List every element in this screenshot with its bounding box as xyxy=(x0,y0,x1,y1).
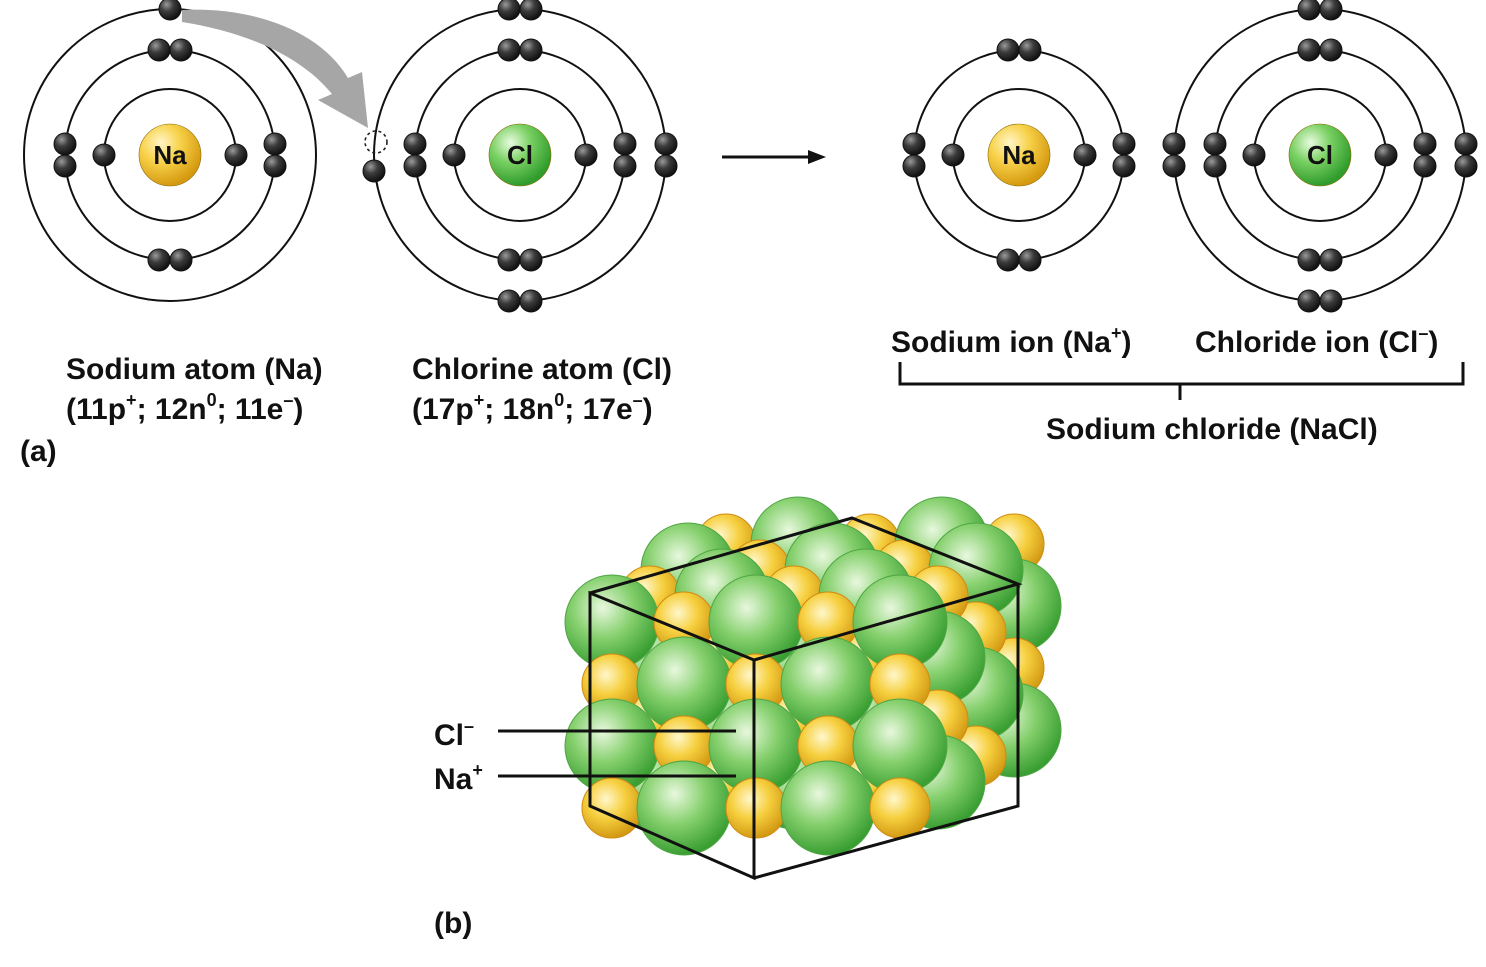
electron xyxy=(1112,132,1136,156)
nucleus-symbol: Cl xyxy=(507,140,533,170)
unit-cell-outline xyxy=(588,516,1023,881)
electron xyxy=(1112,154,1136,178)
electron xyxy=(519,248,543,272)
electron xyxy=(147,248,171,272)
electron xyxy=(1319,289,1343,313)
electron xyxy=(574,143,598,167)
electron xyxy=(53,154,77,178)
electron xyxy=(1319,38,1343,62)
chloride-ion-model: Cl xyxy=(1162,0,1478,313)
electron xyxy=(1018,38,1042,62)
electron xyxy=(1319,248,1343,272)
electron xyxy=(1297,0,1321,21)
electron xyxy=(497,248,521,272)
nucleus-symbol: Na xyxy=(153,140,187,170)
electron xyxy=(147,38,171,62)
chlorine-atom-label: Chlorine atom (Cl) xyxy=(412,353,672,386)
electron xyxy=(263,132,287,156)
electron xyxy=(613,154,637,178)
nucleus xyxy=(488,123,552,187)
electron xyxy=(1319,0,1343,21)
electron xyxy=(519,289,543,313)
chloride-ion-label: Chloride ion (Cl–) xyxy=(1195,323,1439,359)
sodium-ion-sphere xyxy=(725,777,787,839)
electron xyxy=(169,38,193,62)
electron xyxy=(263,154,287,178)
electron xyxy=(1374,143,1398,167)
electron xyxy=(1162,154,1186,178)
electron xyxy=(224,143,248,167)
electron xyxy=(1242,143,1266,167)
electron xyxy=(996,248,1020,272)
electron xyxy=(1018,248,1042,272)
electron xyxy=(902,154,926,178)
panel-b-label: (b) xyxy=(434,907,473,940)
nucleus-symbol: Cl xyxy=(1307,140,1333,170)
electron xyxy=(613,132,637,156)
nacl-crystal-lattice xyxy=(564,496,1062,881)
electron xyxy=(497,0,521,21)
electron xyxy=(654,132,678,156)
electron xyxy=(497,38,521,62)
electron xyxy=(53,132,77,156)
electron xyxy=(1413,154,1437,178)
chloride-ion-sphere xyxy=(780,760,876,856)
electron xyxy=(1454,132,1478,156)
electron xyxy=(1454,154,1478,178)
ion-bracket xyxy=(898,362,1465,400)
nucleus-symbol: Na xyxy=(1002,140,1036,170)
electron xyxy=(403,154,427,178)
nucleus xyxy=(987,123,1051,187)
panel-a-label: (a) xyxy=(20,435,57,468)
electron xyxy=(92,143,116,167)
sodium-atom-composition: (11p+; 12n0; 11e–) xyxy=(66,390,304,426)
na-ion-label: Na+ xyxy=(434,760,483,796)
electron xyxy=(996,38,1020,62)
electron xyxy=(941,143,965,167)
vacated-electron-slot xyxy=(364,130,388,154)
nucleus xyxy=(138,123,202,187)
electron xyxy=(519,38,543,62)
reaction-arrow xyxy=(722,150,826,164)
electron xyxy=(362,159,386,183)
electron xyxy=(158,0,182,21)
electron xyxy=(1297,38,1321,62)
sodium-atom-label: Sodium atom (Na) xyxy=(66,353,323,386)
electron xyxy=(1073,143,1097,167)
cl-ion-label: Cl– xyxy=(434,716,475,752)
electron xyxy=(519,0,543,21)
electron xyxy=(169,248,193,272)
chlorine-atom-composition: (17p+; 18n0; 17e–) xyxy=(412,390,653,426)
electron xyxy=(1203,132,1227,156)
sodium-ion-sphere xyxy=(869,777,931,839)
electron xyxy=(1297,289,1321,313)
nucleus xyxy=(1288,123,1352,187)
sodium-ion-model: Na xyxy=(902,38,1136,272)
electron xyxy=(902,132,926,156)
electron xyxy=(1162,132,1186,156)
electron xyxy=(442,143,466,167)
sodium-atom-model: Na xyxy=(23,0,317,302)
electron xyxy=(403,132,427,156)
sodium-ion-label: Sodium ion (Na+) xyxy=(891,323,1132,359)
electron-transfer-arrow xyxy=(182,9,368,128)
electron xyxy=(1297,248,1321,272)
electron xyxy=(654,154,678,178)
sodium-chloride-label: Sodium chloride (NaCl) xyxy=(1046,413,1378,446)
electron xyxy=(1203,154,1227,178)
electron xyxy=(497,289,521,313)
electron xyxy=(1413,132,1437,156)
chlorine-atom-model: Cl xyxy=(362,0,678,313)
